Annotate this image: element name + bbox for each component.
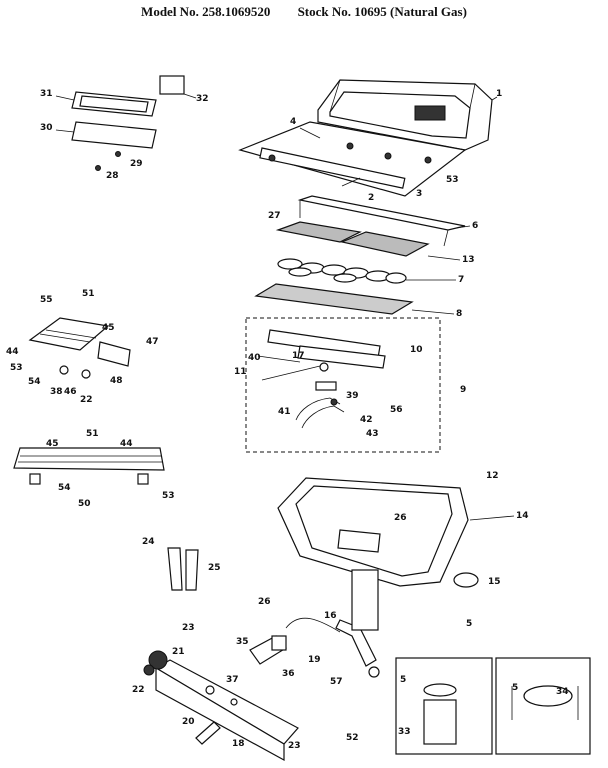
- gas-manifold-tube: [335, 569, 379, 667]
- callout-9: 9: [460, 385, 466, 395]
- callout-5b: 5: [400, 675, 406, 685]
- orifice-fitting: [368, 666, 380, 678]
- callout-4: 4: [290, 117, 296, 127]
- callout-42: 42: [360, 415, 373, 425]
- callout-2: 2: [368, 193, 374, 203]
- inset-detail-right: [495, 657, 591, 755]
- callout-5a: 5: [466, 619, 472, 629]
- callout-56: 56: [390, 405, 403, 415]
- hose-clamp: [453, 572, 479, 588]
- callout-22a: 22: [80, 395, 93, 405]
- callout-20: 20: [182, 717, 195, 727]
- callout-35: 35: [236, 637, 249, 647]
- callout-53b: 53: [10, 363, 23, 373]
- callout-3: 3: [416, 189, 422, 199]
- callout-45b: 45: [46, 439, 59, 449]
- callout-55: 55: [40, 295, 53, 305]
- gas-valve: [249, 635, 287, 665]
- burner-brackets: [167, 547, 199, 591]
- callout-39: 39: [346, 391, 359, 401]
- callout-19: 19: [308, 655, 321, 665]
- firebox: [277, 477, 469, 587]
- igniter: [195, 721, 221, 745]
- callout-33b: 33: [398, 727, 411, 737]
- callout-6: 6: [472, 221, 478, 231]
- callout-23b: 23: [288, 741, 301, 751]
- callout-48: 48: [110, 376, 123, 386]
- callout-41: 41: [278, 407, 291, 417]
- callout-13: 13: [462, 255, 475, 265]
- part-callouts: 1 2 3 4 53 6 27 13 7 8 10 17 40 11 39 9 …: [6, 89, 569, 751]
- lid-hardware: [238, 121, 467, 197]
- callout-26a: 26: [394, 513, 407, 523]
- heat-indicator-assembly: [71, 75, 185, 171]
- callout-50: 50: [78, 499, 91, 509]
- callout-47: 47: [146, 337, 159, 347]
- diagram-header: Model No. 258.1069520 Stock No. 10695 (N…: [0, 4, 608, 20]
- callout-22b: 22: [132, 685, 145, 695]
- callout-45a: 45: [102, 323, 115, 333]
- callout-34: 34: [556, 687, 569, 697]
- callout-14: 14: [516, 511, 529, 521]
- control-knob: [143, 650, 168, 676]
- callout-53: 53: [446, 175, 459, 185]
- callout-30: 30: [40, 123, 53, 133]
- callout-46: 46: [64, 387, 77, 397]
- burner-assembly: [245, 317, 441, 453]
- callout-17: 17: [292, 351, 305, 361]
- callout-32: 32: [196, 94, 209, 104]
- callout-38: 38: [50, 387, 63, 397]
- callout-44a: 44: [6, 347, 19, 357]
- callout-7: 7: [458, 275, 464, 285]
- callout-36: 36: [282, 669, 295, 679]
- grill-lid: [317, 79, 498, 151]
- callout-37: 37: [226, 675, 239, 685]
- side-shelf-assembly: [28, 317, 131, 379]
- callout-40: 40: [248, 353, 261, 363]
- callout-53c: 53: [162, 491, 175, 501]
- inset-detail-left: [395, 657, 493, 755]
- callout-31: 31: [40, 89, 53, 99]
- callout-16: 16: [324, 611, 337, 621]
- stock-number: Stock No. 10695 (Natural Gas): [297, 4, 467, 19]
- callout-29: 29: [130, 159, 143, 169]
- callout-44b: 44: [120, 439, 133, 449]
- callout-11: 11: [234, 367, 247, 377]
- callout-1: 1: [496, 89, 502, 99]
- callout-51a: 51: [82, 289, 95, 299]
- callout-51b: 51: [86, 429, 99, 439]
- callout-8: 8: [456, 309, 462, 319]
- model-number: Model No. 258.1069520: [141, 4, 271, 19]
- callout-18: 18: [232, 739, 245, 749]
- callout-23a: 23: [182, 623, 195, 633]
- cooking-grid-right: [340, 231, 430, 257]
- front-shelf: [13, 447, 165, 485]
- callout-24: 24: [142, 537, 155, 547]
- callout-43: 43: [366, 429, 379, 439]
- callout-52: 52: [346, 733, 359, 743]
- callout-15: 15: [488, 577, 501, 587]
- callout-25: 25: [208, 563, 221, 573]
- callout-21: 21: [172, 647, 185, 657]
- callout-54b: 54: [58, 483, 71, 493]
- rock-grate: [254, 283, 414, 315]
- callout-54a: 54: [28, 377, 41, 387]
- callout-27: 27: [268, 211, 281, 221]
- callout-5c: 5: [512, 683, 518, 693]
- callout-28: 28: [106, 171, 119, 181]
- callout-57: 57: [330, 677, 343, 687]
- cooking-grid-left: [275, 221, 362, 243]
- callout-12: 12: [486, 471, 499, 481]
- lava-rocks: [277, 258, 407, 284]
- gas-hose: [285, 617, 341, 633]
- leader-lines: [55, 93, 515, 521]
- callout-26b: 26: [258, 597, 271, 607]
- warming-rack: [297, 195, 466, 247]
- callout-10: 10: [410, 345, 423, 355]
